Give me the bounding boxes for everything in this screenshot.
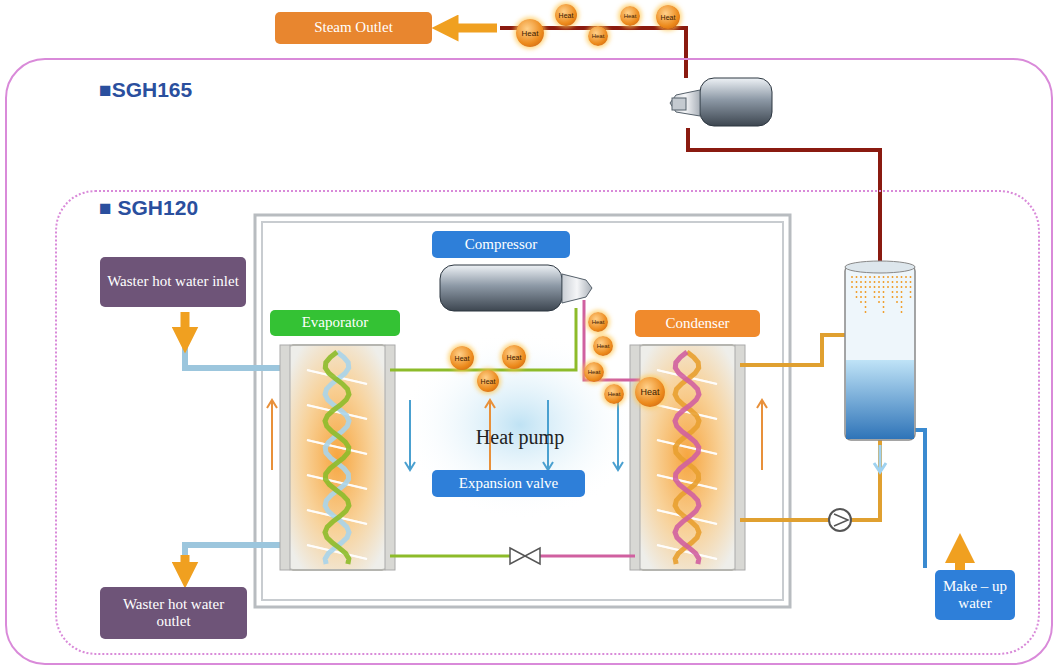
region-title: ■SGH165 (99, 78, 192, 102)
heat-bubble: Heat (516, 19, 544, 47)
box-label: Compressor (465, 236, 538, 253)
component-label: Compressor (432, 231, 570, 258)
system-region: ■SGH165 ■ SGH120Waster hot water inlet Com… (5, 58, 1053, 665)
outlet-label: Steam Outlet (275, 12, 432, 44)
heat-bubble: Heat (635, 377, 665, 407)
box-label: Waster hot water inlet (107, 273, 239, 290)
heat-bubble: Heat (620, 6, 640, 26)
supply-label: Make – up water (935, 570, 1015, 620)
heat-bubble: Heat (588, 26, 608, 46)
box-label: Evaporator (302, 314, 369, 331)
outlet-label: Waster hot water outlet (100, 587, 247, 639)
box-label: Condenser (665, 315, 729, 332)
heat-bubble: Heat (593, 336, 613, 356)
region-title: ■ SGH120 (99, 196, 198, 220)
box-label: Make – up water (941, 578, 1009, 613)
box-label: Expansion valve (459, 475, 559, 492)
subsystem-region: ■ SGH120Waster hot water inlet Compressor… (55, 190, 1040, 655)
component-label: Condenser (635, 310, 760, 337)
heat-bubble: Heat (502, 345, 526, 369)
heat-bubble: Heat (604, 384, 624, 404)
heat-bubble: Heat (588, 312, 608, 332)
system-label: Heat pump (476, 426, 564, 449)
inlet-label: Waster hot water inlet (100, 257, 246, 307)
heat-bubble: Heat (450, 346, 474, 370)
component-label: Evaporator (270, 310, 400, 336)
heat-bubble: Heat (584, 362, 604, 382)
heat-bubble: Heat (555, 4, 577, 26)
box-label: Steam Outlet (314, 19, 393, 36)
heat-bubble: Heat (656, 5, 680, 29)
component-label: Expansion valve (432, 470, 585, 497)
heat-bubble: Heat (477, 370, 499, 392)
box-label: Waster hot water outlet (106, 596, 241, 631)
